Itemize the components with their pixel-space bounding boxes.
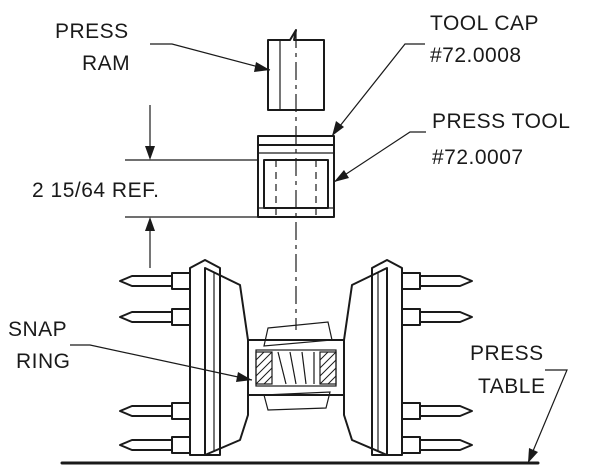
snap-ring-callout: SNAP RING [8, 318, 253, 382]
press-ram-label-line2: RAM [82, 52, 130, 75]
dimension-label: 2 15/64 REF. [32, 179, 159, 202]
left-pin-2 [119, 308, 191, 326]
right-pin-2 [401, 308, 473, 326]
right-pin-4 [401, 436, 473, 454]
press-table-label-line2: TABLE [478, 375, 545, 398]
snap-ring-label-line1: SNAP [8, 318, 67, 341]
press-table-callout: PRESS TABLE [470, 342, 568, 464]
dimension-callout: 2 15/64 REF. [32, 105, 258, 268]
left-pin-4 [119, 436, 191, 454]
press-ram [267, 29, 325, 111]
press-ram-label-line1: PRESS [55, 20, 129, 43]
left-fixture [119, 259, 249, 456]
press-tool [257, 144, 335, 218]
tool-cap-label-line2: #72.0008 [430, 44, 522, 67]
press-tool-label-line2: #72.0007 [432, 146, 524, 169]
press-ram-callout: PRESS RAM [55, 20, 271, 75]
left-pin-1 [119, 272, 191, 290]
tool-cap-callout: TOOL CAP #72.0008 [331, 12, 539, 137]
right-pin-3 [401, 402, 473, 420]
press-tool-label-line1: PRESS TOOL [432, 110, 570, 133]
snap-ring-label-line2: RING [16, 350, 71, 373]
tool-cap-label-line1: TOOL CAP [430, 12, 539, 35]
press-tool-callout: PRESS TOOL #72.0007 [333, 110, 570, 183]
press-table-label-line1: PRESS [470, 342, 544, 365]
bearing-assembly [247, 321, 345, 411]
right-fixture [343, 259, 473, 456]
left-pin-3 [119, 402, 191, 420]
right-pin-1 [401, 272, 473, 290]
